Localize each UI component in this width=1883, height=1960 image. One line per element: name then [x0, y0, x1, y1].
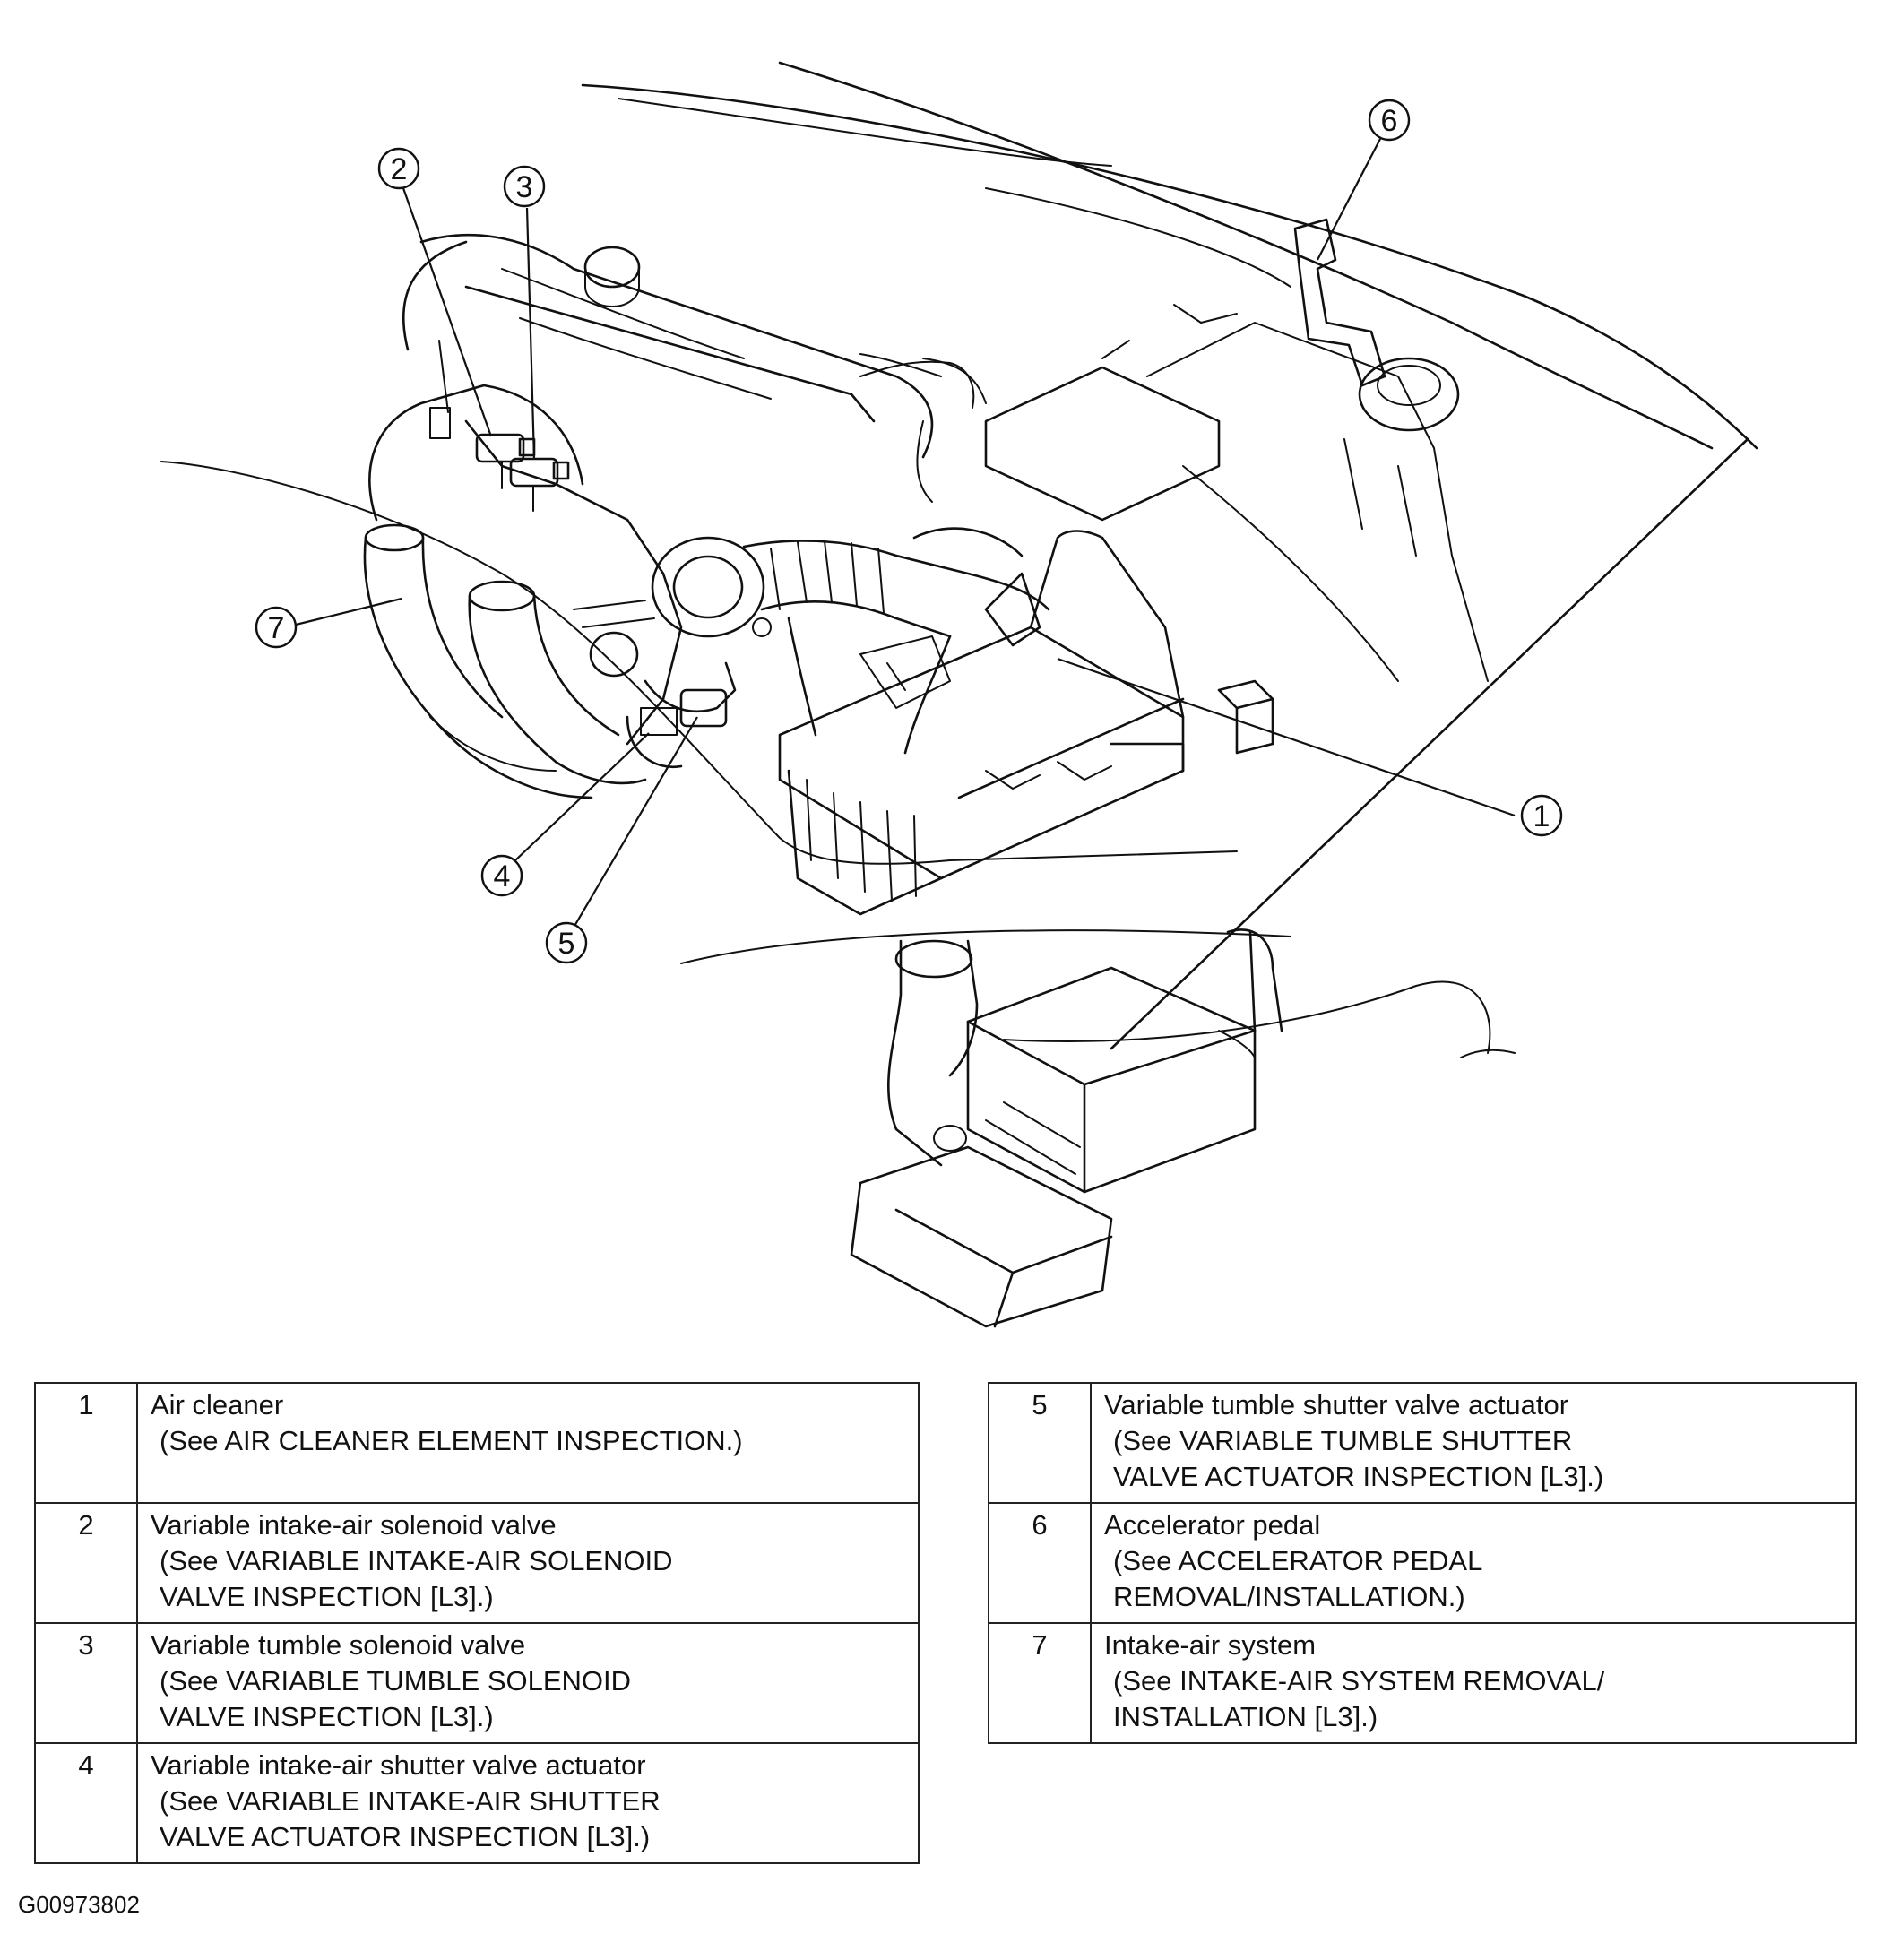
table-row: 6 Accelerator pedal (See ACCELERATOR PED… [988, 1502, 1857, 1624]
throttle-body [573, 536, 765, 769]
svg-text:3: 3 [516, 170, 533, 204]
lower-air-duct [850, 928, 1283, 1328]
part-description: Variable tumble solenoid valve (See VARI… [136, 1622, 920, 1744]
leader-lines [295, 138, 1516, 928]
part-description: Air cleaner (See AIR CLEANER ELEMENT INS… [136, 1382, 920, 1504]
part-description: Intake-air system (See INTAKE-AIR SYSTEM… [1090, 1622, 1857, 1744]
part-number: 6 [988, 1502, 1092, 1624]
engine-bay-diagram: 1 2 3 4 5 6 7 [160, 61, 1758, 1328]
part-name: Variable intake-air solenoid valve [151, 1509, 557, 1541]
leader-7 [295, 597, 402, 626]
part-name: Accelerator pedal [1104, 1509, 1321, 1541]
svg-text:6: 6 [1381, 104, 1398, 138]
part-description: Variable tumble shutter valve actuator (… [1090, 1382, 1857, 1504]
part-name: Variable tumble shutter valve actuator [1104, 1389, 1569, 1420]
table-row: 2 Variable intake-air solenoid valve (Se… [34, 1502, 920, 1624]
table-row: 3 Variable tumble solenoid valve (See VA… [34, 1622, 920, 1744]
air-cleaner-housing [778, 530, 1185, 916]
callout-1: 1 [1520, 794, 1563, 837]
table-row: 7 Intake-air system (See INTAKE-AIR SYST… [988, 1622, 1857, 1744]
engine-cam-cover [402, 233, 987, 459]
part-reference: (See VARIABLE INTAKE-AIR SHUTTER VALVE A… [160, 1785, 661, 1852]
table-row: 4 Variable intake-air shutter valve actu… [34, 1742, 920, 1864]
leader-4 [514, 732, 650, 861]
part-number: 5 [988, 1382, 1092, 1504]
part-reference: (See VARIABLE TUMBLE SOLENOID VALVE INSP… [160, 1665, 632, 1732]
table-row: 5 Variable tumble shutter valve actuator… [988, 1382, 1857, 1504]
leader-2 [402, 187, 493, 437]
leader-5 [573, 716, 698, 928]
part-number: 2 [34, 1502, 138, 1624]
callout-2: 2 [377, 147, 420, 190]
part-reference: (See ACCELERATOR PEDAL REMOVAL/INSTALLAT… [1113, 1545, 1483, 1612]
callout-4: 4 [480, 854, 523, 897]
leader-1 [1057, 657, 1516, 817]
harness-lines [160, 360, 1516, 1058]
leader-6 [1317, 138, 1381, 261]
part-name: Variable intake-air shutter valve actuat… [151, 1749, 646, 1781]
air-duct [742, 527, 1050, 755]
battery-tray [984, 304, 1489, 755]
svg-text:1: 1 [1533, 799, 1550, 833]
svg-text:2: 2 [391, 152, 408, 186]
accelerator-pedal [1293, 218, 1386, 387]
part-description: Variable intake-air solenoid valve (See … [136, 1502, 920, 1624]
part-reference: (See VARIABLE INTAKE-AIR SOLENOID VALVE … [160, 1545, 673, 1612]
callout-5: 5 [545, 921, 588, 964]
parts-table-left: 1 Air cleaner (See AIR CLEANER ELEMENT I… [34, 1382, 920, 1864]
table-row: 1 Air cleaner (See AIR CLEANER ELEMENT I… [34, 1382, 920, 1504]
svg-text:5: 5 [558, 927, 575, 961]
part-name: Intake-air system [1104, 1629, 1317, 1661]
hood-outline [581, 61, 1758, 1050]
part-number: 1 [34, 1382, 138, 1504]
callout-7: 7 [255, 606, 298, 649]
part-name: Air cleaner [151, 1389, 284, 1420]
intake-manifold [363, 340, 683, 799]
part-name: Variable tumble solenoid valve [151, 1629, 526, 1661]
svg-text:7: 7 [268, 611, 285, 645]
part-reference: (See INTAKE-AIR SYSTEM REMOVAL/ INSTALLA… [1113, 1665, 1605, 1732]
figure-id: G00973802 [18, 1891, 140, 1918]
leader-3 [525, 207, 536, 460]
part-reference: (See VARIABLE TUMBLE SHUTTER VALVE ACTUA… [1113, 1425, 1604, 1492]
part-number: 4 [34, 1742, 138, 1864]
part-reference: (See AIR CLEANER ELEMENT INSPECTION.) [160, 1425, 743, 1456]
part-description: Variable intake-air shutter valve actuat… [136, 1742, 920, 1864]
part-number: 7 [988, 1622, 1092, 1744]
part-number: 3 [34, 1622, 138, 1744]
callout-3: 3 [503, 165, 546, 208]
part-description: Accelerator pedal (See ACCELERATOR PEDAL… [1090, 1502, 1857, 1624]
svg-text:4: 4 [494, 859, 511, 894]
callout-6: 6 [1368, 99, 1411, 142]
parts-table-right: 5 Variable tumble shutter valve actuator… [988, 1382, 1857, 1744]
